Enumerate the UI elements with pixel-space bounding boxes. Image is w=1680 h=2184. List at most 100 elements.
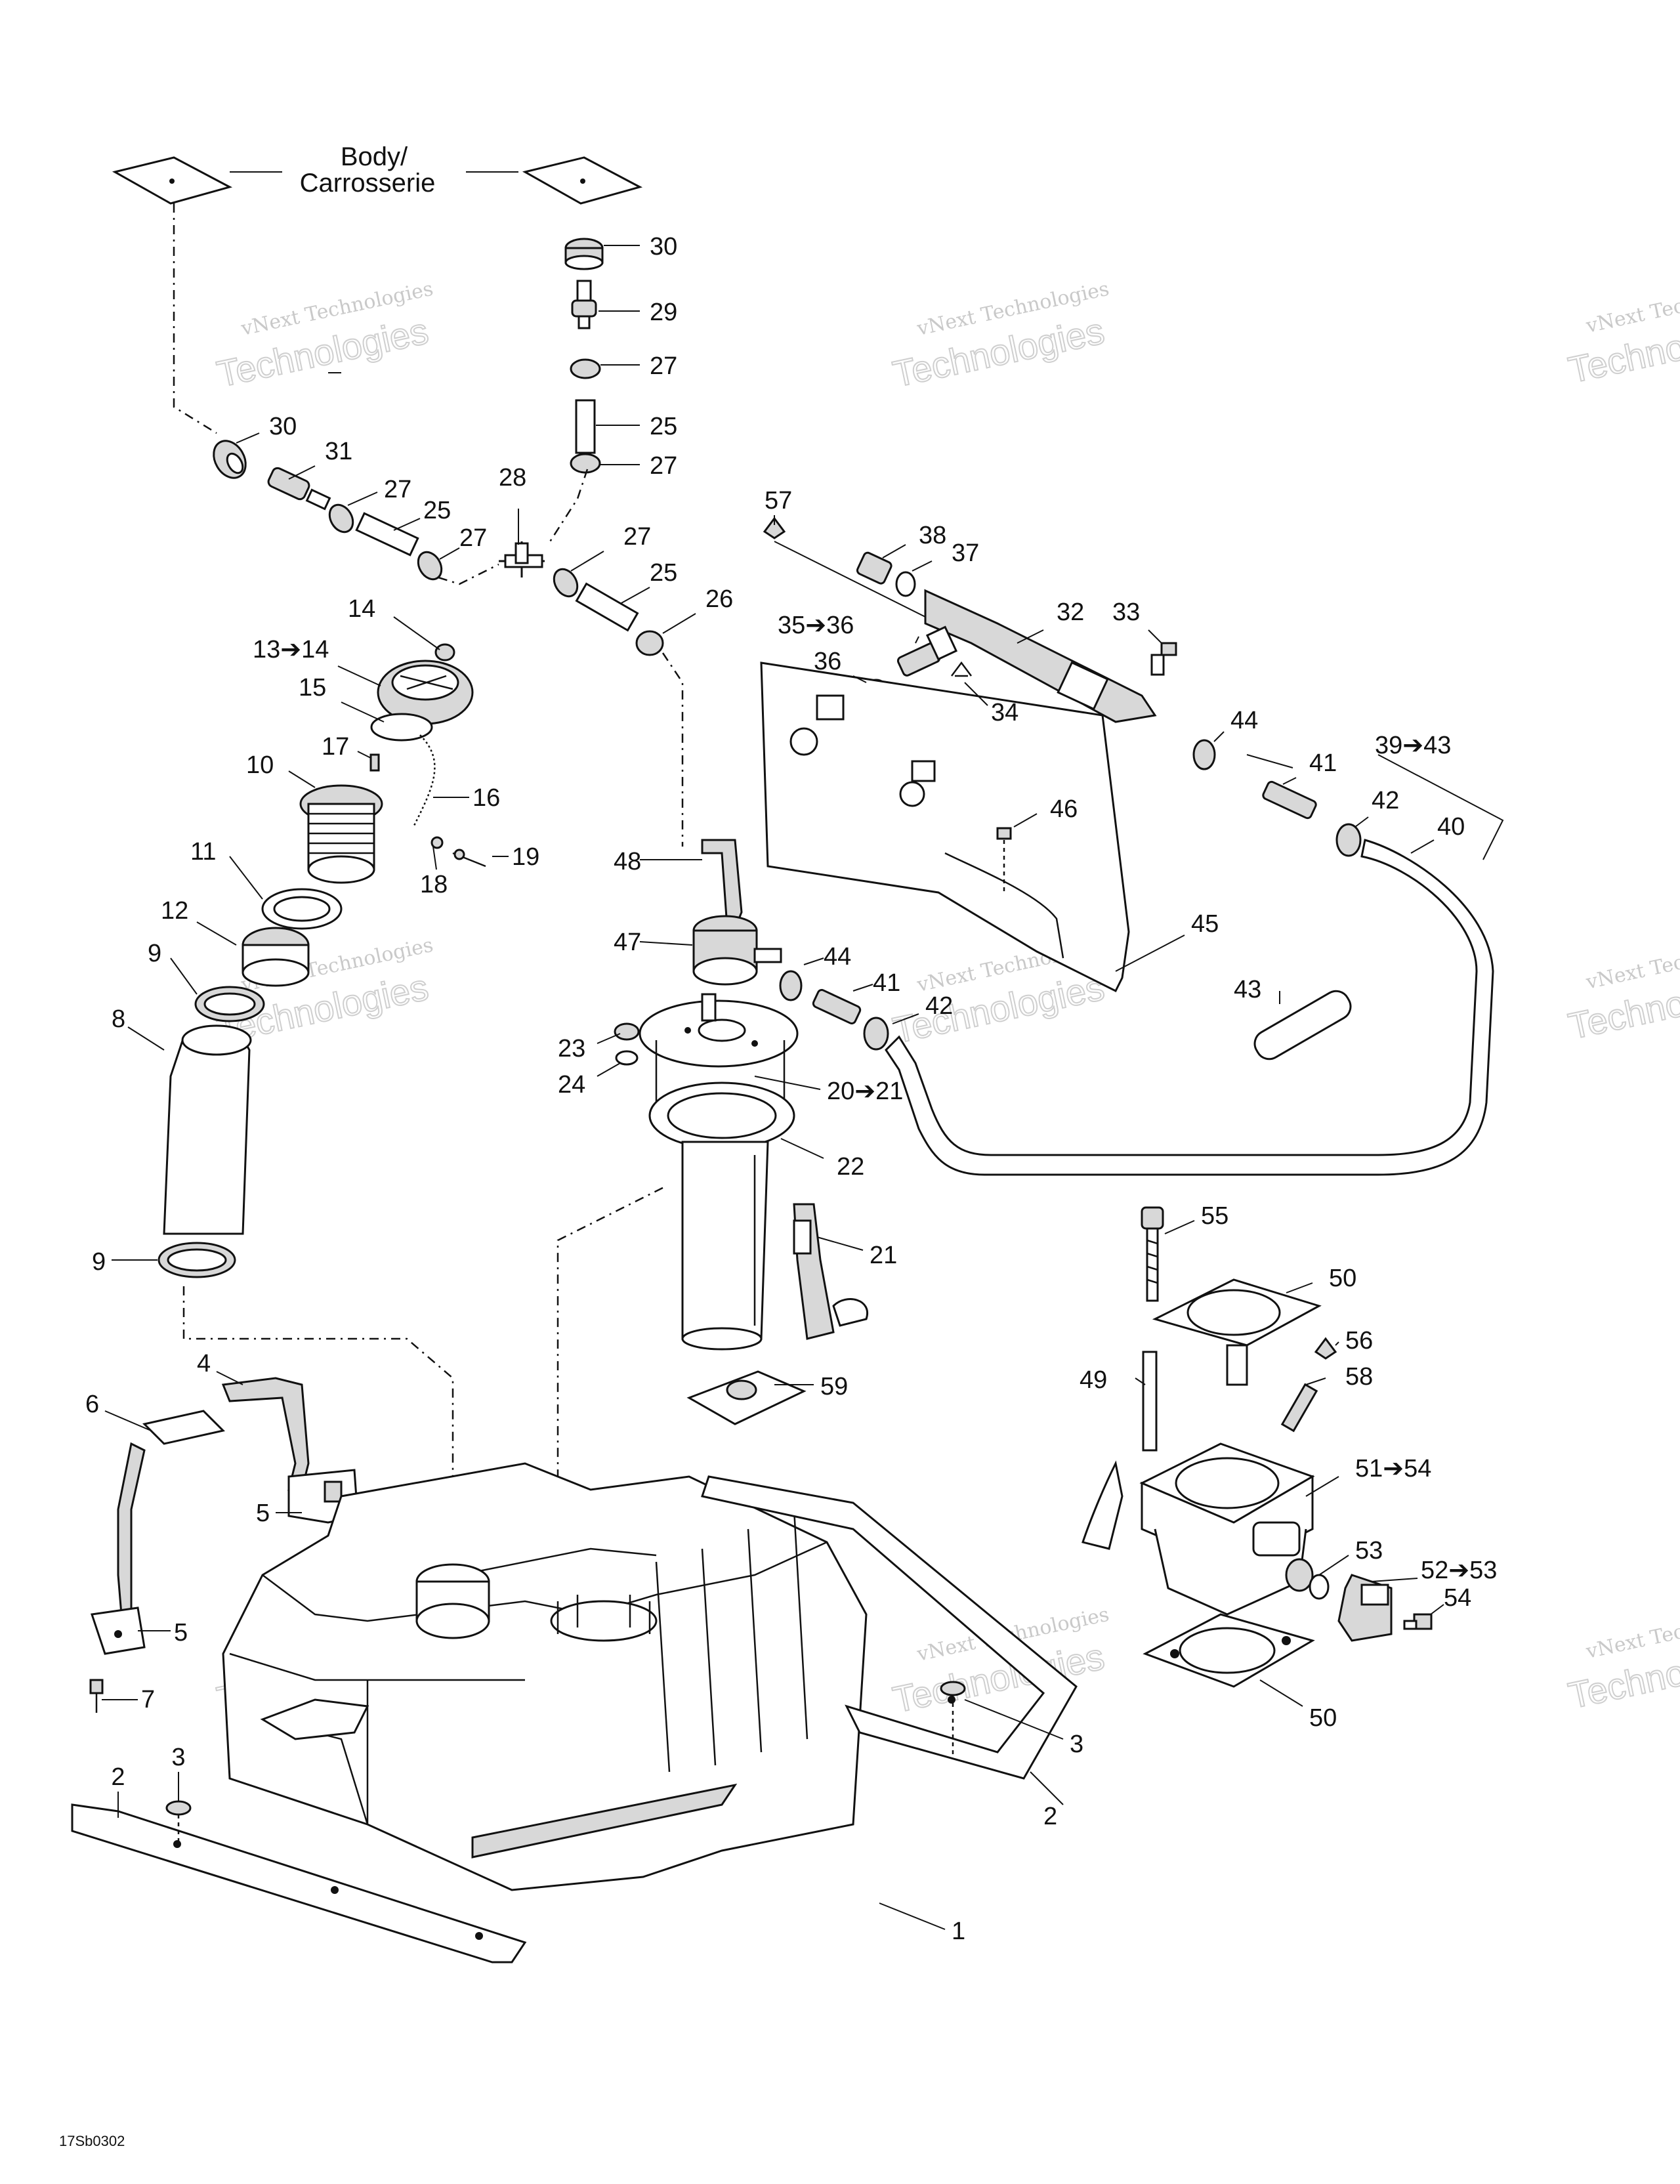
callout-label: 26 [705,585,733,613]
callout-label: 34 [991,699,1018,726]
callout-label: 54 [1444,1584,1471,1612]
callout-label: 37 [952,539,979,567]
callout-label: 53 [1355,1537,1383,1564]
callout-label: 41 [873,969,900,997]
callout-label: 48 [614,848,641,875]
clamp-44-right [1192,739,1216,770]
hose-25-top [575,399,596,454]
callout-label: 3 [171,1744,185,1771]
sleeve-49 [1142,1351,1158,1452]
callout-label: 10 [246,751,274,779]
callout-label: 33 [1112,598,1140,626]
callout-label: 21 [870,1242,897,1269]
rivet-7 [89,1679,104,1713]
screw-46 [996,827,1012,892]
filter-sock-59 [686,1370,807,1425]
callout-label: 52➔53 [1421,1557,1497,1584]
callout-label: 43 [1234,976,1261,1003]
callout-label: 47 [614,929,641,956]
clip-34 [951,661,972,677]
callout-label: 28 [499,464,526,492]
washer-24 [615,1050,639,1066]
body-label-line1: Body/ [341,142,408,171]
callout-label: 23 [558,1035,585,1062]
clamp-44-middle [779,970,803,1001]
bolt-55 [1141,1206,1164,1302]
callout-label: 57 [765,487,792,514]
clamp-42-middle [863,1017,889,1051]
callout-label: 7 [141,1686,155,1713]
callout-label: 20➔21 [827,1078,903,1105]
hose-section-43 [1253,990,1352,1060]
dashed-link-line [662,652,684,847]
vent-cap-30-left [213,440,247,479]
vent-cap-30-top [564,238,604,270]
callout-label: 59 [820,1373,848,1400]
throttle-body-51 [1082,1442,1315,1616]
cap-seal-15 [370,713,433,742]
connector-41-right [1262,780,1317,820]
callout-label: 46 [1050,795,1078,823]
plug-56 [1314,1337,1337,1360]
clamp-27-middle [553,568,579,598]
callout-label: 15 [299,674,326,702]
sensor-58 [1280,1383,1318,1433]
clamp-27-top [570,358,601,379]
callout-label: 11 [190,838,216,866]
check-valve-29 [571,280,597,329]
callout-label: 12 [161,897,188,925]
cap-gasket-14 [434,643,455,662]
hose-25-middle [575,582,639,632]
callout-label: 51➔54 [1355,1455,1431,1482]
callout-label: 4 [197,1350,211,1377]
screw-54 [1403,1613,1433,1630]
callout-label: 17 [322,733,349,761]
gasket-50-top [1152,1278,1322,1386]
callout-label: 40 [1437,813,1465,841]
callout-label: 18 [420,871,448,898]
callout-label: 29 [650,299,677,326]
callout-leader-lines [102,245,1444,1930]
callout-label: 13➔14 [253,636,329,663]
callout-label: 42 [1372,787,1399,814]
dashed-link-line [438,563,499,585]
strap-bracket-4 [221,1377,310,1491]
gasket-11 [261,888,343,930]
callout-label: 45 [1191,910,1219,938]
callout-label: 35➔36 [778,612,854,639]
callout-label: 56 [1345,1327,1373,1354]
fuel-cap-13 [377,660,474,725]
clamp-42-right [1335,823,1362,857]
leader-line [774,541,952,631]
heat-shield-45 [760,662,1130,993]
pump-gasket-22 [648,1082,795,1150]
callout-label: 58 [1345,1363,1373,1391]
nut-23 [614,1022,640,1041]
callout-label: 49 [1080,1366,1107,1394]
clamp-9-lower [158,1242,236,1278]
callout-label: 39➔43 [1375,732,1451,759]
callout-label: 9 [148,940,161,967]
dashed-link-line [182,1286,454,1575]
callout-label: 3 [1070,1731,1083,1758]
clamp-27-left-lower [417,551,443,581]
dashed-link-line [547,469,589,545]
strap-6 [117,1410,225,1616]
screw-18-washer [430,836,444,849]
tee-fitting-28 [499,541,545,578]
callout-label: 2 [111,1763,125,1791]
callout-label: 27 [384,476,411,503]
tether-16 [412,734,436,828]
clamp-27-left [328,503,354,534]
callout-label: 36 [814,648,841,675]
body-label-line2: Carrosserie [300,169,436,198]
callout-labels: 30 29 27 25 27 30 31 27 25 27 28 27 25 2… [85,233,1497,1945]
callout-label: 32 [1057,598,1084,626]
plug-57 [763,516,786,539]
check-valve-31 [267,467,331,511]
clamp-26 [635,630,664,656]
dashed-link-line [556,1186,663,1614]
callout-label: 8 [112,1005,125,1033]
callout-label: 5 [256,1500,270,1527]
fuel-level-sender-21 [793,1203,869,1340]
